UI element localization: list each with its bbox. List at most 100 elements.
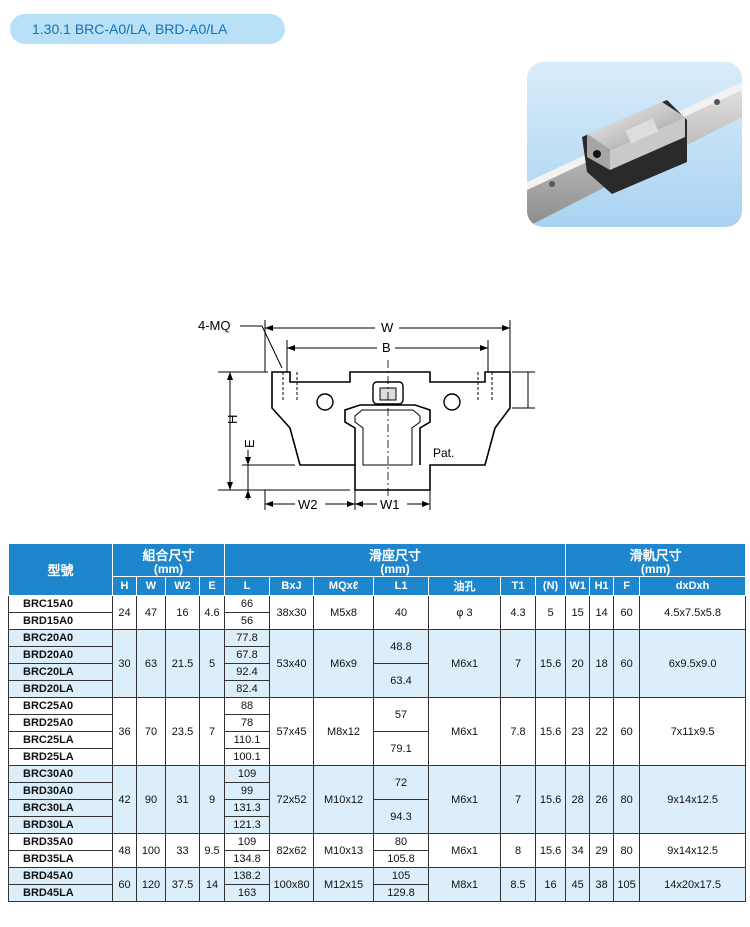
table-cell: 45 (565, 867, 591, 902)
table-cell: 110.1 (224, 731, 271, 749)
table-cell: 82x62 (269, 833, 315, 868)
table-cell: 16 (535, 867, 567, 902)
header-model: 型號 (8, 543, 113, 596)
table-cell: 30 (112, 629, 137, 698)
section-title: 1.30.1 BRC-A0/LA, BRD-A0/LA (10, 14, 285, 44)
dim-w-label: W (381, 320, 394, 335)
table-cell: 8 (500, 833, 537, 868)
table-cell: 77.8 (224, 629, 271, 647)
table-cell: 88 (224, 697, 271, 715)
table-cell: 4.3 (500, 595, 537, 630)
table-cell: 14x20x17.5 (639, 867, 747, 902)
table-cell: 15.6 (535, 765, 567, 834)
table-cell: BRC20A0 (8, 629, 113, 647)
table-cell: 15 (565, 595, 591, 630)
table-cell: 42 (112, 765, 137, 834)
table-cell: 57x45 (269, 697, 315, 766)
table-cell: 14 (198, 867, 226, 902)
table-cell: 67.8 (224, 646, 271, 664)
table-cell: BRC20LA (8, 663, 113, 681)
table-cell: M6x1 (428, 833, 502, 868)
table-cell: 18 (589, 629, 615, 698)
table-cell: 7x11x9.5 (639, 697, 747, 766)
header-block: 滑座尺寸(mm) (224, 543, 567, 577)
table-cell: 80 (613, 833, 641, 868)
table-cell: M6x9 (313, 629, 375, 698)
table-cell: 15.6 (535, 629, 567, 698)
table-cell: M8x1 (428, 867, 502, 902)
table-cell: BRD20LA (8, 680, 113, 698)
table-cell: BRC30LA (8, 799, 113, 817)
column-header: 油孔 (428, 576, 502, 596)
table-cell: BRC30A0 (8, 765, 113, 783)
table-cell: 9.5 (198, 833, 226, 868)
table-cell: M8x12 (313, 697, 375, 766)
table-cell: 33 (165, 833, 200, 868)
table-cell: 5 (198, 629, 226, 698)
table-cell: 90 (136, 765, 166, 834)
table-cell: 9 (198, 765, 226, 834)
table-cell: 8.5 (500, 867, 537, 902)
column-header: MQxℓ (313, 576, 375, 596)
table-cell: 16 (165, 595, 200, 630)
column-header: L (224, 576, 271, 596)
header-assembly: 組合尺寸(mm) (111, 543, 226, 577)
table-cell: BRC25A0 (8, 697, 113, 715)
table-cell: 79.1 (373, 731, 430, 766)
table-cell: BRD15A0 (8, 612, 113, 630)
column-header: (N) (535, 576, 567, 596)
table-cell: 24 (112, 595, 137, 630)
table-cell: 37.5 (165, 867, 200, 902)
table-cell: 121.3 (224, 816, 271, 834)
table-cell: 60 (112, 867, 137, 902)
dim-w2-label: W2 (298, 497, 318, 512)
table-cell: 9x14x12.5 (639, 765, 747, 834)
table-cell: 31 (165, 765, 200, 834)
table-cell: 7 (500, 765, 537, 834)
table-cell: 134.8 (224, 850, 271, 868)
table-cell: 57 (373, 697, 430, 732)
table-cell: 92.4 (224, 663, 271, 681)
table-cell: 63 (136, 629, 166, 698)
table-cell: 99 (224, 782, 271, 800)
column-header: W (136, 576, 166, 596)
table-cell: 80 (613, 765, 641, 834)
product-photo (527, 62, 742, 227)
table-cell: 94.3 (373, 799, 430, 834)
table-cell: BRD45LA (8, 884, 113, 902)
table-cell: 60 (613, 629, 641, 698)
table-cell: 100.1 (224, 748, 271, 766)
table-cell: M10x13 (313, 833, 375, 868)
table-cell: BRD30A0 (8, 782, 113, 800)
table-cell: 53x40 (269, 629, 315, 698)
table-cell: 6x9.5x9.0 (639, 629, 747, 698)
table-cell: 100 (136, 833, 166, 868)
table-cell: 7.8 (500, 697, 537, 766)
table-cell: 14 (589, 595, 615, 630)
table-cell: BRD35LA (8, 850, 113, 868)
column-header: W1 (565, 576, 591, 596)
table-cell: M12x15 (313, 867, 375, 902)
table-cell: M6x1 (428, 629, 502, 698)
table-cell: 163 (224, 884, 271, 902)
column-header: F (613, 576, 641, 596)
table-cell: BRD20A0 (8, 646, 113, 664)
table-cell: 63.4 (373, 663, 430, 698)
table-cell: 80 (373, 833, 430, 851)
table-cell: 15.6 (535, 833, 567, 868)
dim-w1-label: W1 (380, 497, 400, 512)
dim-e-label: E (242, 439, 257, 448)
table-row: BRD25LA 100.1 (8, 748, 746, 766)
table-cell: 5 (535, 595, 567, 630)
table-cell: 29 (589, 833, 615, 868)
table-cell: 105 (613, 867, 641, 902)
column-header: H1 (589, 576, 615, 596)
table-cell: 105 (373, 867, 430, 885)
table-cell: BRD25LA (8, 748, 113, 766)
